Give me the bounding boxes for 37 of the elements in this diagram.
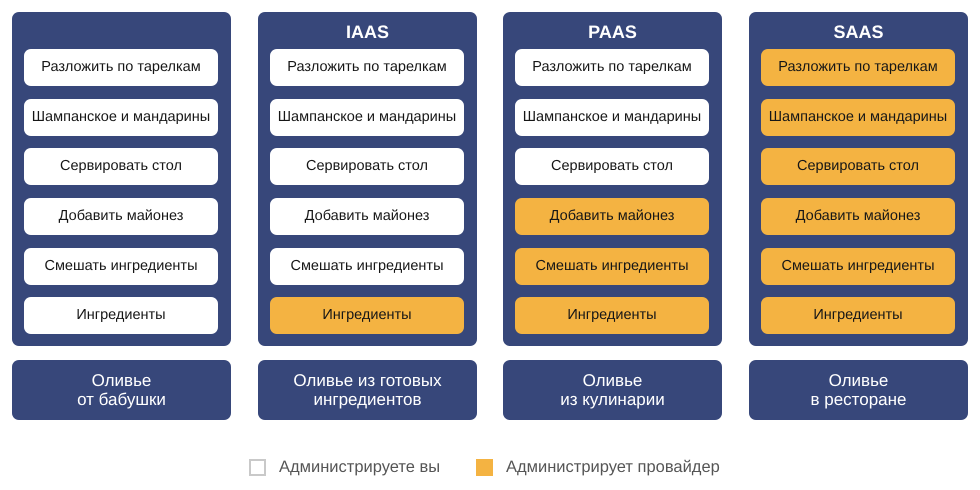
step-card: Шампанское и мандарины — [270, 99, 464, 136]
legend-text: Администрируете вы — [279, 458, 440, 477]
step-card: Разложить по тарелкам — [270, 49, 464, 86]
step-card: Разложить по тарелкам — [515, 49, 709, 86]
dish-card: Оливье в ресторане — [749, 360, 968, 420]
step-card: Ингредиенты — [515, 297, 709, 334]
step-card: Шампанское и мандарины — [515, 99, 709, 136]
column-heading: SAAS — [832, 21, 884, 43]
column-panel — [258, 12, 477, 346]
step-card: Шампанское и мандарины — [24, 99, 218, 136]
step-card: Разложить по тарелкам — [761, 49, 955, 86]
column-heading: IAAS — [344, 21, 390, 43]
step-card: Сервировать стол — [24, 148, 218, 185]
step-card: Смешать ингредиенты — [24, 248, 218, 285]
step-card: Смешать ингредиенты — [270, 248, 464, 285]
step-card: Смешать ингредиенты — [761, 248, 955, 285]
step-card: Добавить майонез — [270, 198, 464, 235]
step-card: Ингредиенты — [24, 297, 218, 334]
step-card: Смешать ингредиенты — [515, 248, 709, 285]
legend-text: Администрирует провайдер — [506, 458, 720, 477]
step-card: Ингредиенты — [761, 297, 955, 334]
dish-card: Оливье от бабушки — [12, 360, 231, 420]
step-card: Добавить майонез — [515, 198, 709, 235]
step-card: Сервировать стол — [761, 148, 955, 185]
step-card: Шампанское и мандарины — [761, 99, 955, 136]
dish-card: Оливье из готовых ингредиентов — [258, 360, 477, 420]
column-panel — [503, 12, 722, 346]
column-panel — [12, 12, 231, 346]
column-heading: PAAS — [587, 21, 638, 43]
step-card: Сервировать стол — [515, 148, 709, 185]
step-card: Сервировать стол — [270, 148, 464, 185]
step-card: Ингредиенты — [270, 297, 464, 334]
step-card: Разложить по тарелкам — [24, 49, 218, 86]
step-card: Добавить майонез — [24, 198, 218, 235]
step-card: Добавить майонез — [761, 198, 955, 235]
column-panel — [749, 12, 968, 346]
dish-card: Оливье из кулинарии — [503, 360, 722, 420]
